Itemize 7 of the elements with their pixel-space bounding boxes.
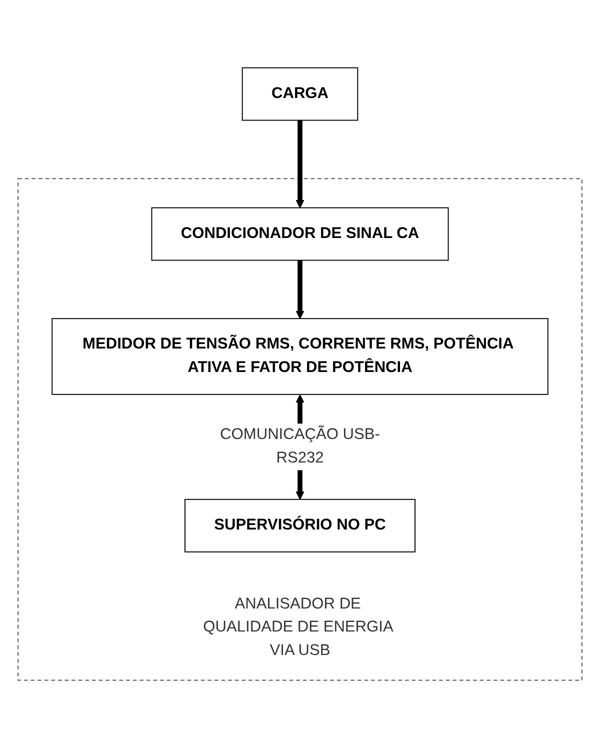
node-box: SUPERVISÓRIO NO PC — [184, 498, 416, 552]
node-box: MEDIDOR DE TENSÃO RMS, CORRENTE RMS, POTÊNCIA ATIVA E FATOR DE POTÊNCIA — [52, 318, 548, 394]
arrow — [296, 260, 304, 318]
edge-label: COMUNICAÇÃO USB-RS232 — [220, 426, 380, 466]
node-box: CARGA — [242, 66, 358, 120]
arrow — [296, 120, 304, 208]
node-box: CONDICIONADOR DE SINAL CA — [151, 206, 449, 260]
